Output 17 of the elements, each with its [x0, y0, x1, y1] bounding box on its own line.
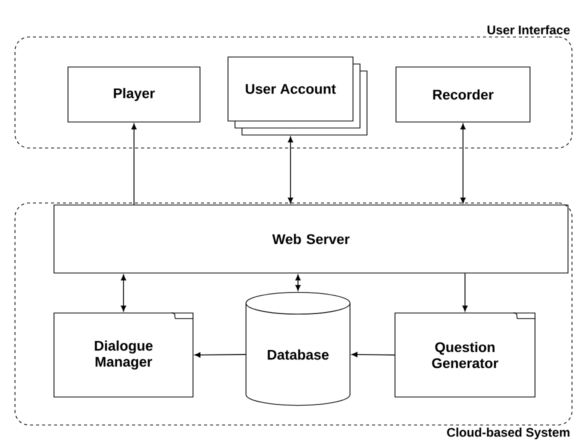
arrow: [462, 272, 468, 312]
component-box: Recorder: [396, 66, 530, 122]
database-cylinder: Database: [246, 292, 350, 406]
arrow: [131, 124, 137, 206]
stacked-box: User Account: [228, 56, 368, 136]
arrow: [288, 136, 294, 204]
arrow: [352, 352, 396, 358]
note-box: Dialogue Manager: [54, 312, 194, 398]
component-box: Web Server: [54, 204, 568, 274]
note-box: Question Generator: [394, 312, 536, 398]
component-box: Player: [68, 66, 200, 122]
arrow: [460, 124, 466, 204]
arrow: [295, 274, 301, 291]
arrow: [194, 352, 246, 358]
arrow: [120, 274, 126, 312]
node-label: User Interface: [488, 25, 570, 34]
node-label: Cloud-based System: [447, 428, 570, 440]
